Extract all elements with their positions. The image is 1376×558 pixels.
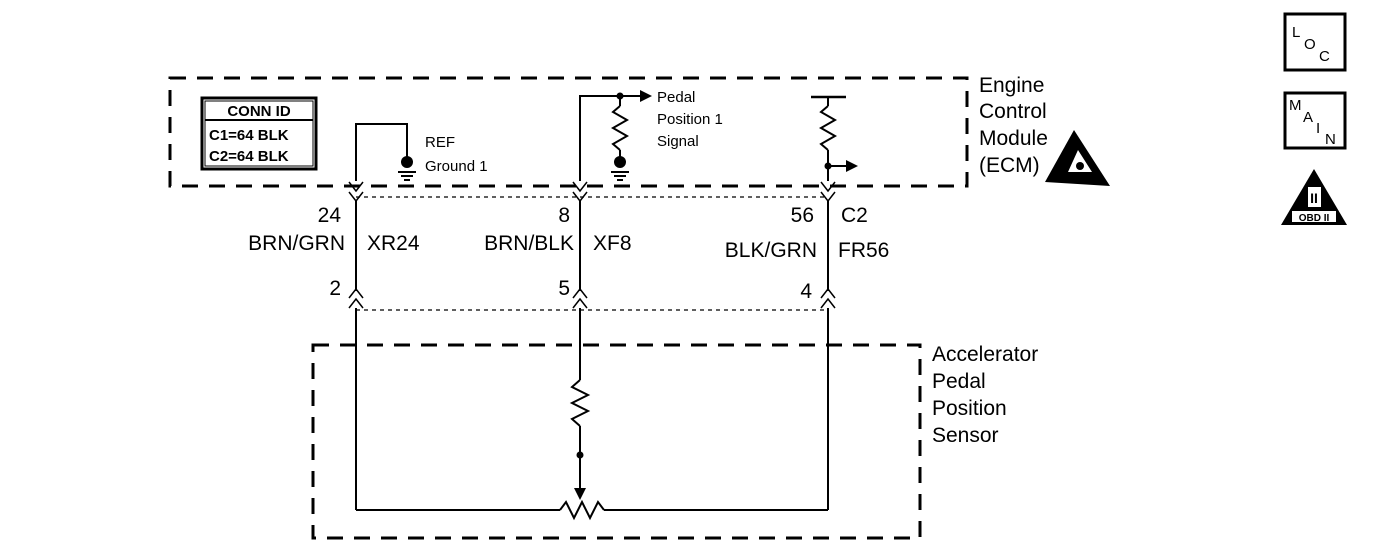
loc-letter-l: L	[1292, 24, 1300, 41]
obd-numeral: II	[1310, 190, 1318, 206]
sensor-label-line-4: Sensor	[932, 424, 999, 447]
circuit-1-pin-bottom: 2	[329, 277, 341, 300]
circuit-2-labels: 8 BRN/BLK XF8 5	[484, 204, 631, 300]
circuit-2-color: BRN/BLK	[484, 232, 574, 255]
signal-label-line-1: Pedal	[657, 89, 695, 106]
sensor-label-line-1: Accelerator	[932, 343, 1038, 366]
main-letter-m: M	[1289, 97, 1302, 114]
loc-letter-c: C	[1319, 48, 1330, 65]
conn-id-row-1: C1=64 BLK	[209, 127, 289, 144]
main-letter-n: N	[1325, 131, 1336, 148]
circuit-2-id: XF8	[593, 232, 632, 255]
sensor-label-line-2: Pedal	[932, 370, 986, 393]
sensor-label: Accelerator Pedal Position Sensor	[932, 343, 1038, 447]
esd-warning-icon	[1045, 130, 1110, 186]
circuit-1-pin-top: 24	[318, 204, 342, 227]
conn-id-table: CONN ID C1=64 BLK C2=64 BLK	[200, 96, 318, 171]
circuit-1-color: BRN/GRN	[248, 232, 345, 255]
main-icon[interactable]: M A I N	[1283, 91, 1347, 150]
obd-caption: OBD II	[1299, 213, 1330, 224]
signal-circuit: Pedal Position 1 Signal	[579, 89, 723, 181]
ref-ground-circuit: REF Ground 1	[355, 123, 488, 181]
circuit-3-labels: 56 BLK/GRN FR56 4	[725, 204, 890, 303]
signal-label-line-2: Position 1	[657, 111, 723, 128]
ecm-label-line-4: (ECM)	[979, 154, 1040, 177]
reference-circuit	[811, 95, 858, 181]
conn-id-row-2: C2=64 BLK	[209, 148, 289, 165]
loc-letter-o: O	[1304, 36, 1316, 53]
circuit-1-id: XR24	[367, 232, 420, 255]
sensor-internals	[355, 308, 829, 521]
main-letter-i: I	[1316, 120, 1320, 137]
circuit-1-labels: 24 BRN/GRN XR24 2	[248, 204, 420, 300]
loc-icon[interactable]: L O C	[1283, 12, 1347, 72]
circuit-3-pin-top: 56	[791, 204, 814, 227]
ecm-label-line-3: Module	[979, 127, 1048, 150]
circuit-3-color: BLK/GRN	[725, 239, 817, 262]
obd-ii-icon[interactable]: II OBD II	[1281, 169, 1347, 225]
circuit-3-id: FR56	[838, 239, 889, 262]
sensor-label-line-3: Position	[932, 397, 1007, 420]
sensor-boundary	[311, 343, 922, 540]
conn-id-title: CONN ID	[227, 103, 291, 120]
signal-label-line-3: Signal	[657, 133, 699, 150]
main-letter-a: A	[1303, 109, 1313, 126]
ecm-boundary	[168, 76, 969, 188]
ecm-label-line-1: Engine	[979, 74, 1044, 97]
ref-label: REF	[425, 134, 455, 151]
circuit-3-pin-bottom: 4	[800, 280, 812, 303]
connector-c2-label: C2	[841, 204, 868, 227]
ecm-label-line-2: Control	[979, 100, 1047, 123]
sensor-connector	[348, 287, 836, 309]
harness-wires	[355, 196, 829, 311]
ground-1-label: Ground 1	[425, 158, 488, 175]
ecm-label: Engine Control Module (ECM)	[979, 74, 1048, 177]
circuit-2-pin-bottom: 5	[558, 277, 570, 300]
circuit-2-pin-top: 8	[558, 204, 570, 227]
